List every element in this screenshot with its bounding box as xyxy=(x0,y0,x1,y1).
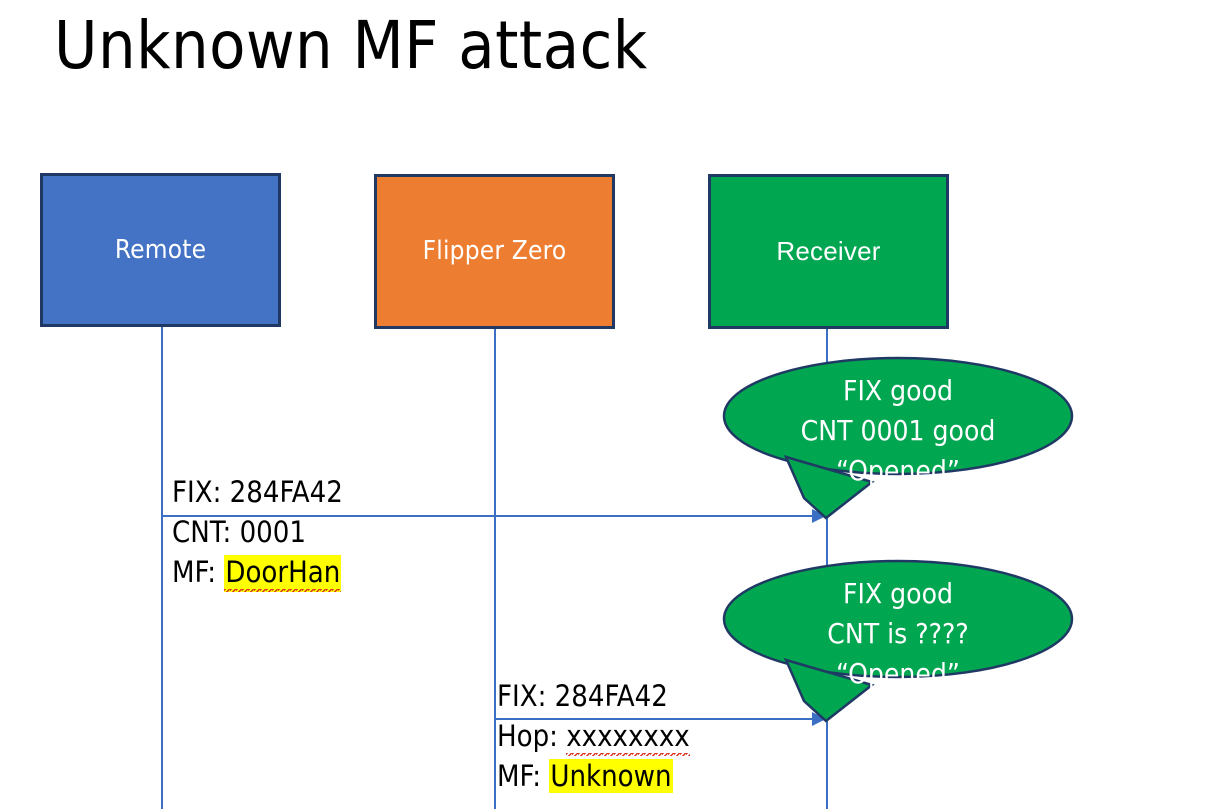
message-2-line-3-label: MF: xyxy=(497,759,550,793)
callout-bubble-1[interactable]: FIX good CNT 0001 good “Opened” xyxy=(722,356,1074,523)
callout-bubble-2[interactable]: FIX good CNT is ???? “Opened” xyxy=(722,559,1074,726)
message-2-line-1-label: FIX: xyxy=(497,679,555,713)
message-2-line-1: FIX: 284FA42 xyxy=(497,676,690,716)
message-1-line-1: FIX: 284FA42 xyxy=(172,472,343,512)
lifeline-flipper xyxy=(494,328,496,809)
message-1-line-2-label: CNT: xyxy=(172,515,240,549)
message-2-line-1-value: 284FA42 xyxy=(554,679,668,713)
lifeline-remote xyxy=(161,327,163,809)
actor-label-flipper: Flipper Zero xyxy=(422,236,567,267)
message-2-line-2-value: xxxxxxxx xyxy=(566,719,690,756)
message-1-line-3-label: MF: xyxy=(172,555,225,589)
page-title: Unknown MF attack xyxy=(54,7,648,84)
message-1-line-3-value: DoorHan xyxy=(224,555,342,592)
message-1-line-1-value: 284FA42 xyxy=(229,475,343,509)
message-1-line-3: MF: DoorHan xyxy=(172,552,343,592)
callout-1-shape xyxy=(722,356,1074,520)
actor-box-remote[interactable]: Remote xyxy=(40,173,281,327)
actor-box-receiver[interactable]: Receiver xyxy=(708,174,949,329)
actor-box-flipper[interactable]: Flipper Zero xyxy=(374,174,615,329)
message-2-line-3: MF: Unknown xyxy=(497,756,690,796)
message-1-line-1-label: FIX: xyxy=(172,475,230,509)
message-label-2: FIX: 284FA42 Hop: xxxxxxxx MF: Unknown xyxy=(497,676,690,796)
message-2-line-2: Hop: xxxxxxxx xyxy=(497,716,690,756)
message-2-line-2-label: Hop: xyxy=(497,719,567,753)
actor-label-remote: Remote xyxy=(114,234,207,265)
message-2-line-3-value: Unknown xyxy=(549,759,673,793)
message-1-line-2-value: 0001 xyxy=(239,515,306,549)
message-1-line-2: CNT: 0001 xyxy=(172,512,343,552)
callout-2-shape xyxy=(722,559,1074,723)
message-label-1: FIX: 284FA42 CNT: 0001 MF: DoorHan xyxy=(172,472,343,592)
actor-label-receiver: Receiver xyxy=(776,236,881,267)
